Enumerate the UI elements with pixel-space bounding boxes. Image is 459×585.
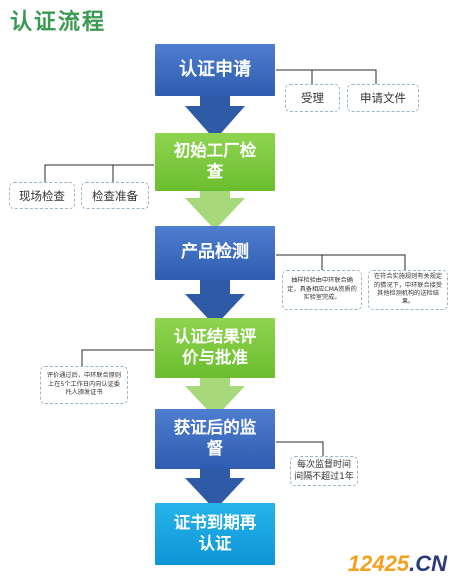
step-certification-application: 认证申请 [155, 44, 275, 96]
step-label-line2: 认证 [198, 534, 232, 553]
flow-arrow-5 [185, 464, 245, 510]
step-label-line1: 获证后的监 [173, 418, 257, 438]
note-inspection-prep: 检查准备 [81, 182, 149, 209]
logo-number: 12425 [347, 551, 410, 576]
step-initial-factory-inspection: 初始工厂检 查 [155, 133, 275, 191]
step-label-line1: 认证结果评 [173, 327, 257, 347]
step-label-line2: 督 [206, 439, 224, 458]
step-certificate-renewal: 证书到期再 认证 [155, 503, 275, 565]
step-product-testing: 产品检测 [155, 226, 275, 280]
flow-arrow-4 [185, 372, 245, 418]
step-label: 产品检测 [181, 242, 249, 263]
note-sampling-lab: 抽样检验由中环联合确定，具备相应CMA资质的实验室完成。 [282, 270, 362, 310]
logo-domain: .CN [409, 551, 447, 576]
step-label-line1: 初始工厂检 [173, 141, 257, 161]
site-logo: 12425.CN [348, 551, 447, 577]
note-site-inspection: 现场检查 [9, 182, 75, 209]
page-title: 认证流程 [10, 10, 107, 35]
note-recognized-results: 在符合实施规则有关规定的情况下，中环联合接受其他检测机构的送检结果。 [368, 270, 448, 310]
step-result-evaluation-approval: 认证结果评 价与批准 [155, 318, 275, 378]
note-evaluation-pass: 评价通过后，中环联合原则上在5个工作日内向认证委托人颁发证书 [40, 366, 128, 404]
step-label: 认证申请 [179, 58, 251, 80]
step-label-line2: 查 [206, 162, 224, 181]
step-label-line2: 价与批准 [182, 348, 248, 367]
step-post-certification-supervision: 获证后的监 督 [155, 409, 275, 469]
note-supervision-interval: 每次监督时间间隔不超过1年 [290, 456, 358, 486]
flow-arrow-2 [185, 184, 245, 230]
step-label-line1: 证书到期再 [173, 513, 257, 533]
flow-arrow-3 [185, 276, 245, 326]
note-application-docs: 申请文件 [347, 84, 419, 112]
note-accept: 受理 [285, 84, 340, 112]
